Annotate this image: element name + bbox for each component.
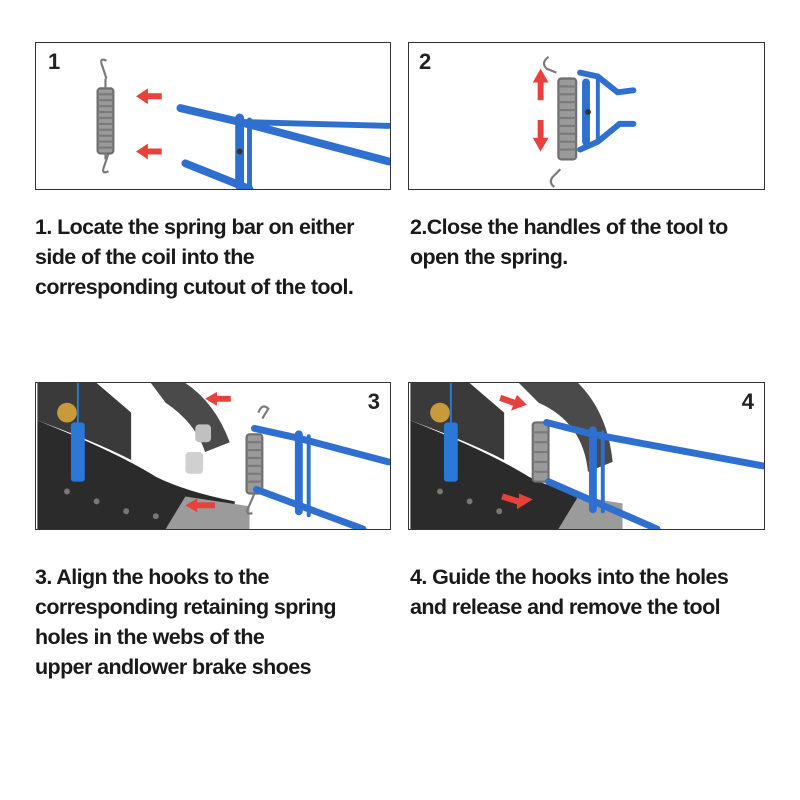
spring-tool-icon	[250, 424, 390, 529]
step-number: 4	[741, 389, 754, 414]
step-4-caption: 4. Guide the hooks into the holes and re…	[410, 565, 729, 619]
spring-tool-icon	[543, 419, 764, 529]
step-4-panel: 4	[408, 382, 765, 530]
step-number: 1	[48, 49, 61, 74]
step-3-panel: 3	[35, 382, 391, 530]
red-arrow-icon	[136, 88, 162, 160]
step-1-panel: 1	[35, 42, 391, 190]
step-4-illustration	[410, 383, 764, 529]
spring-tool-icon	[176, 104, 390, 189]
step-number: 3	[367, 389, 380, 414]
step-3-illustration	[37, 383, 390, 529]
spring-icon	[96, 58, 115, 174]
spring-icon	[542, 55, 578, 188]
step-3-caption: 3. Align the hooks to the corresponding …	[35, 565, 337, 679]
step-1-caption: 1. Locate the spring bar on either side …	[35, 215, 354, 299]
red-arrow-icon	[499, 394, 533, 510]
step-2-caption: 2.Close the handles of the tool to open …	[410, 215, 728, 269]
step-2-panel: 2	[408, 42, 765, 190]
spring-icon	[245, 405, 270, 515]
step-2-illustration	[532, 55, 637, 188]
step-1-illustration	[96, 58, 390, 189]
step-number: 2	[419, 49, 432, 74]
brake-shoe-icon	[37, 383, 250, 529]
spring-icon	[70, 383, 85, 482]
red-arrow-icon	[185, 391, 231, 513]
spring-icon	[443, 383, 458, 482]
spring-icon	[531, 421, 550, 483]
red-arrow-icon	[532, 68, 549, 152]
